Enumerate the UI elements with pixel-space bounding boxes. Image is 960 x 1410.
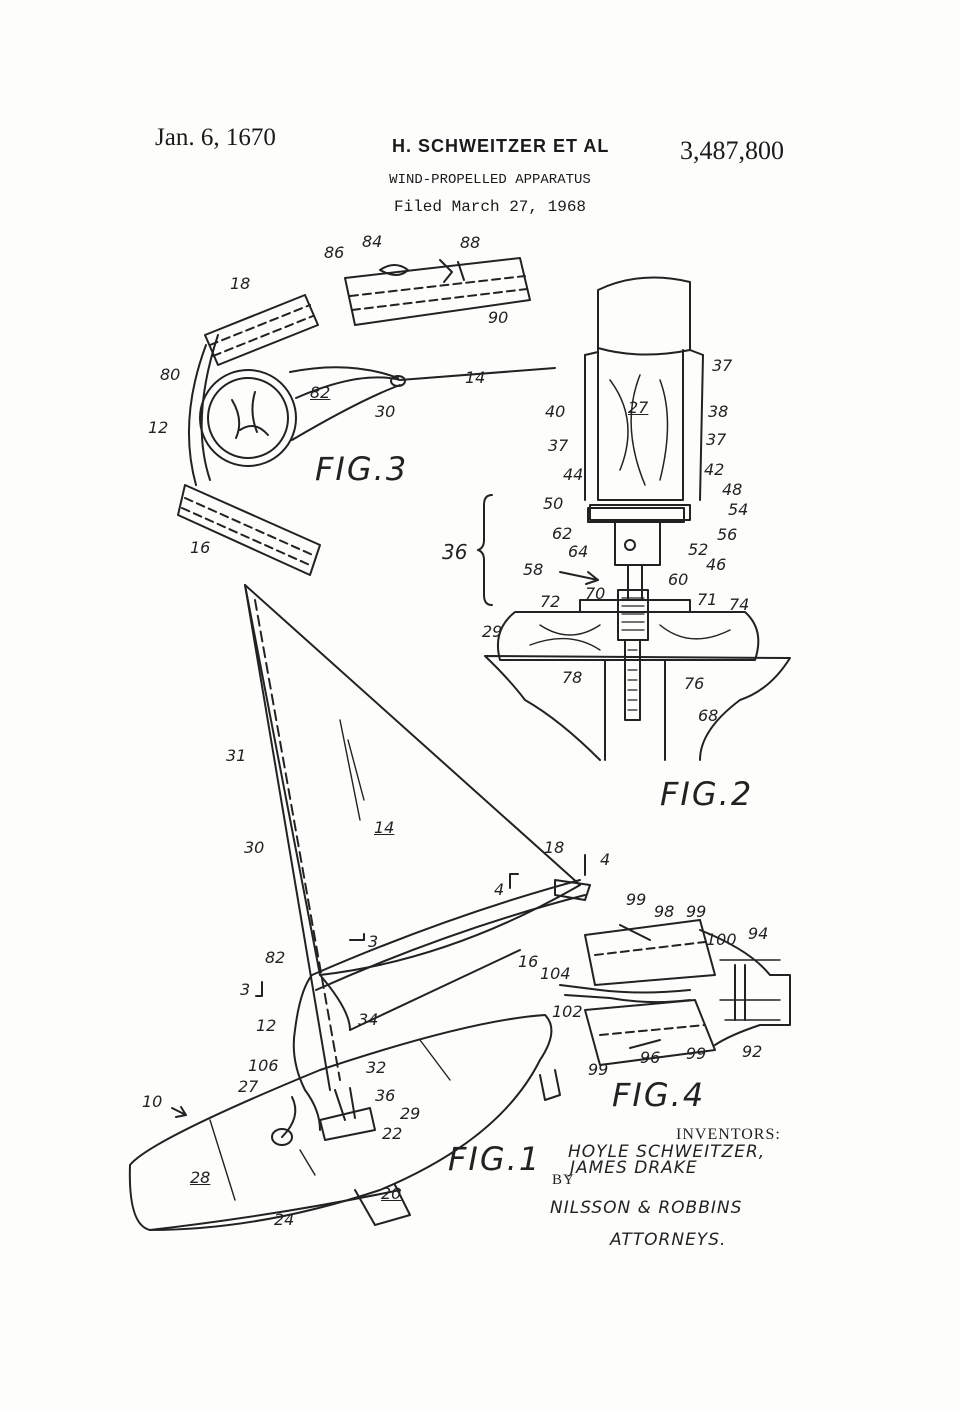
ref-37b: 37: [548, 436, 569, 455]
fig3-drawing: [177, 257, 556, 576]
ref-36: 36: [442, 540, 468, 564]
ref-70: 70: [585, 584, 606, 603]
filed-date: Filed March 27, 1968: [393, 198, 587, 216]
ref-88: 88: [460, 233, 481, 252]
ref-36-fig1: 36: [375, 1086, 396, 1105]
ref-92: 92: [742, 1042, 763, 1061]
ref-76: 76: [684, 674, 705, 693]
fig4-drawing: [559, 919, 791, 1066]
ref-20: 20: [381, 1184, 402, 1203]
inventor-heading: H. SCHWEITZER ET AL: [392, 136, 610, 156]
ref-3a: 3: [368, 932, 379, 951]
ref-64: 64: [568, 542, 589, 561]
ref-99c: 99: [588, 1060, 609, 1079]
ref-48: 48: [722, 480, 743, 499]
ref-90: 90: [488, 308, 509, 327]
ref-18-boom: 18: [544, 838, 565, 857]
ref-82: 82: [310, 383, 331, 402]
ref-37c: 37: [706, 430, 727, 449]
ref-62: 62: [552, 524, 573, 543]
ref-82-fig1: 82: [265, 948, 286, 967]
ref-54: 54: [728, 500, 749, 519]
ref-44: 44: [563, 465, 584, 484]
by-label: BY: [552, 1172, 575, 1188]
ref-58: 58: [523, 560, 544, 579]
ref-4b: 4: [494, 880, 505, 899]
ref-22: 22: [382, 1124, 403, 1143]
ref-31: 31: [226, 746, 247, 765]
ref-27-fig1: 27: [238, 1077, 259, 1096]
patent-date: Jan. 6, 1670: [155, 124, 276, 151]
ref-40: 40: [545, 402, 566, 421]
ref-71: 71: [697, 590, 718, 609]
ref-32: 32: [366, 1058, 387, 1077]
ref-104: 104: [540, 964, 571, 983]
ref-30: 30: [375, 402, 396, 421]
ref-46: 46: [706, 555, 727, 574]
patent-number: 3,487,800: [680, 136, 784, 165]
fig4-label: FIG.4: [612, 1076, 706, 1114]
patent-title: WIND-PROPELLED APPARATUS: [389, 172, 591, 188]
ref-29-fig1: 29: [400, 1104, 421, 1123]
ref-16: 16: [190, 538, 211, 557]
ref-50: 50: [543, 494, 564, 513]
ref-86: 86: [324, 243, 345, 262]
inventors-label: INVENTORS:: [676, 1126, 781, 1143]
ref-14: 14: [465, 368, 486, 387]
ref-78: 78: [562, 668, 583, 687]
ref-34: 34: [358, 1010, 379, 1029]
ref-4a: 4: [600, 850, 611, 869]
fig2-drawing: [477, 276, 791, 761]
attorney-firm: NILSSON & ROBBINS: [550, 1198, 743, 1218]
ref-72: 72: [540, 592, 561, 611]
ref-42: 42: [704, 460, 725, 479]
ref-27: 27: [628, 398, 649, 417]
inventor-name-2: JAMES DRAKE: [570, 1158, 698, 1178]
ref-12: 12: [148, 418, 169, 437]
fig2-label: FIG.2: [660, 775, 754, 813]
ref-52: 52: [688, 540, 709, 559]
ref-28: 28: [190, 1168, 211, 1187]
fig1-label: FIG.1: [448, 1140, 542, 1178]
ref-30-mast: 30: [244, 838, 265, 857]
ref-94: 94: [748, 924, 769, 943]
ref-100: 100: [706, 930, 737, 949]
ref-99a: 99: [626, 890, 647, 909]
ref-68: 68: [698, 706, 719, 725]
ref-74: 74: [729, 595, 750, 614]
ref-80: 80: [160, 365, 181, 384]
ref-18: 18: [230, 274, 251, 293]
inventor-name-1: HOYLE SCHWEITZER,: [568, 1142, 766, 1162]
ref-12-fig1: 12: [256, 1016, 277, 1035]
ref-56: 56: [717, 525, 738, 544]
ref-60: 60: [668, 570, 689, 589]
ref-10: 10: [142, 1092, 163, 1111]
ref-24: 24: [274, 1210, 295, 1229]
attorneys-label: ATTORNEYS.: [610, 1230, 727, 1250]
ref-106: 106: [248, 1056, 279, 1075]
ref-37a: 37: [712, 356, 733, 375]
ref-102: 102: [552, 1002, 583, 1021]
ref-96: 96: [640, 1048, 661, 1067]
fig1-drawing: [128, 584, 591, 1231]
ref-14-sail: 14: [374, 818, 395, 837]
ref-99b: 99: [686, 902, 707, 921]
fig3-label: FIG.3: [315, 450, 409, 488]
ref-3b: 3: [240, 980, 251, 999]
ref-38: 38: [708, 402, 729, 421]
ref-99d: 99: [686, 1044, 707, 1063]
ref-84: 84: [362, 232, 383, 251]
ref-29: 29: [482, 622, 503, 641]
ref-98: 98: [654, 902, 675, 921]
ref-16-fig1: 16: [518, 952, 539, 971]
